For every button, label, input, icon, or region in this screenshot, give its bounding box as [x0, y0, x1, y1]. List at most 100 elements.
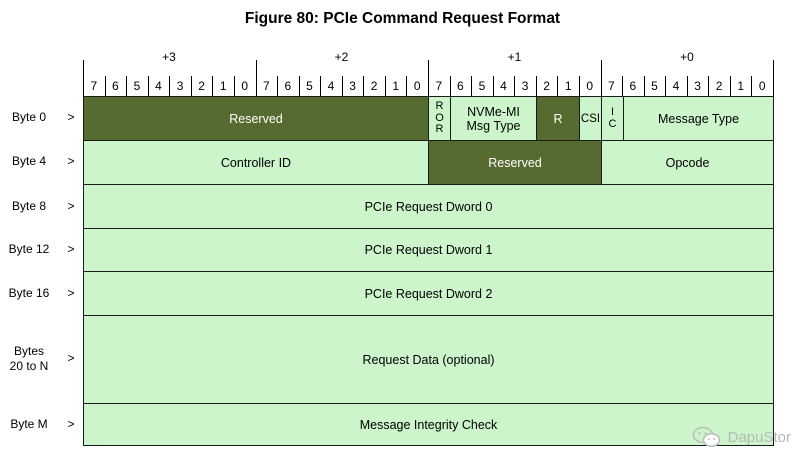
row-arrow: >: [67, 110, 75, 124]
field-label: Message Integrity Check: [359, 417, 498, 432]
bit-tick: [514, 76, 515, 97]
bit-tick: [234, 76, 235, 97]
row-label-byte-m: Byte M: [10, 417, 48, 431]
bit-label: 1: [219, 79, 227, 93]
field-label: NVMe-MI Msg Type: [466, 104, 521, 133]
byte-header-plus0: +0: [680, 50, 694, 64]
byte-boundary-tick: [83, 60, 84, 97]
bit-label: 5: [306, 79, 313, 93]
request-data-field: Request Data (optional): [83, 315, 774, 404]
bit-label: 5: [478, 79, 486, 93]
field-label: PCIe Request Dword 0: [364, 199, 493, 214]
row-arrow: >: [67, 351, 75, 365]
row-arrow: >: [67, 154, 75, 168]
bit-label: 3: [521, 79, 529, 93]
bit-tick: [644, 76, 645, 97]
bit-tick: [751, 76, 752, 97]
pcie-request-dword-0-field: PCIe Request Dword 0: [83, 184, 774, 229]
bit-label: 7: [435, 79, 443, 93]
ic-field: I C: [601, 96, 624, 141]
bit-label: 0: [241, 79, 249, 93]
watermark-text: DapuStor: [727, 428, 791, 446]
field-label: Controller ID: [220, 155, 292, 170]
bit-tick: [687, 76, 688, 97]
byte-header-plus1: +1: [507, 50, 522, 64]
byte-boundary-tick: [601, 60, 602, 97]
bit-label: 2: [370, 79, 378, 93]
byte-header-plus3: +3: [162, 50, 176, 64]
message-type-field: Message Type: [623, 96, 774, 141]
byte-boundary-tick: [256, 60, 257, 97]
bit-tick: [493, 76, 494, 97]
watermark: DapuStor: [692, 425, 791, 449]
field-label: Reserved: [229, 111, 283, 126]
bit-label: 0: [413, 79, 421, 93]
controller-id-field: Controller ID: [83, 140, 429, 185]
bit-tick: [385, 76, 386, 97]
bit-tick: [708, 76, 709, 97]
row-label-byte-0: Byte 0: [11, 110, 47, 124]
message-integrity-check-field: Message Integrity Check: [83, 403, 774, 446]
bit-label: 1: [564, 79, 572, 93]
field-label: Opcode: [665, 155, 710, 170]
byte4-reserved-field: Reserved: [428, 140, 602, 185]
bit-tick: [471, 76, 472, 97]
field-label: R O R: [435, 100, 444, 136]
bit-label: 1: [737, 79, 744, 93]
bit-label: 4: [500, 79, 507, 93]
row-label-bytes-20-to-n: Bytes 20 to N: [9, 344, 49, 373]
bit-tick: [342, 76, 343, 97]
byte0-reserved-field: Reserved: [83, 96, 429, 141]
bit-label: 1: [392, 79, 399, 93]
bit-label: 4: [672, 79, 680, 93]
bit-tick: [557, 76, 558, 97]
byte-header-plus2: +2: [334, 50, 349, 64]
bit-label: 6: [629, 79, 637, 93]
bit-tick: [579, 76, 580, 97]
figure-title: Figure 80: PCIe Command Request Format: [244, 10, 561, 27]
row-arrow: >: [67, 417, 75, 431]
csi-field: CSI: [579, 96, 602, 141]
bit-tick: [277, 76, 278, 97]
bit-tick: [105, 76, 106, 97]
bit-tick: [730, 76, 731, 97]
byte0-r-reserved-field: R: [536, 96, 580, 141]
wechat-logo-icon: [692, 426, 720, 447]
bit-label: 6: [112, 79, 119, 93]
bit-label: 7: [90, 79, 98, 93]
bit-label: 3: [176, 79, 184, 93]
field-label: CSI: [580, 112, 601, 125]
byte-boundary-tick: [773, 60, 774, 97]
row-label-byte-4: Byte 4: [11, 154, 47, 168]
field-label: Reserved: [488, 155, 542, 170]
bit-tick: [536, 76, 537, 97]
row-arrow: >: [67, 286, 75, 300]
bit-label: 2: [198, 79, 205, 93]
bit-label: 4: [327, 79, 335, 93]
bit-label: 2: [543, 79, 550, 93]
field-label: Message Type: [657, 111, 740, 126]
bit-label: 5: [651, 79, 658, 93]
ror-field: R O R: [428, 96, 451, 141]
bit-tick: [450, 76, 451, 97]
bit-label: 5: [133, 79, 141, 93]
row-label-byte-16: Byte 16: [8, 286, 50, 300]
bit-tick: [191, 76, 192, 97]
bit-label: 6: [284, 79, 292, 93]
bit-label: 7: [607, 79, 615, 93]
bit-label: 7: [262, 79, 270, 93]
bit-tick: [169, 76, 170, 97]
byte-boundary-tick: [428, 60, 429, 97]
bit-label: 3: [694, 79, 701, 93]
opcode-field: Opcode: [601, 140, 774, 185]
bit-label: 0: [758, 79, 766, 93]
bit-label: 2: [715, 79, 723, 93]
bit-label: 6: [457, 79, 464, 93]
bit-label: 3: [349, 79, 356, 93]
bit-tick: [665, 76, 666, 97]
row-label-byte-8: Byte 8: [11, 199, 47, 213]
row-label-byte-12: Byte 12: [8, 242, 50, 256]
field-label: Request Data (optional): [362, 352, 495, 367]
pcie-request-dword-1-field: PCIe Request Dword 1: [83, 228, 774, 272]
row-arrow: >: [67, 199, 75, 213]
